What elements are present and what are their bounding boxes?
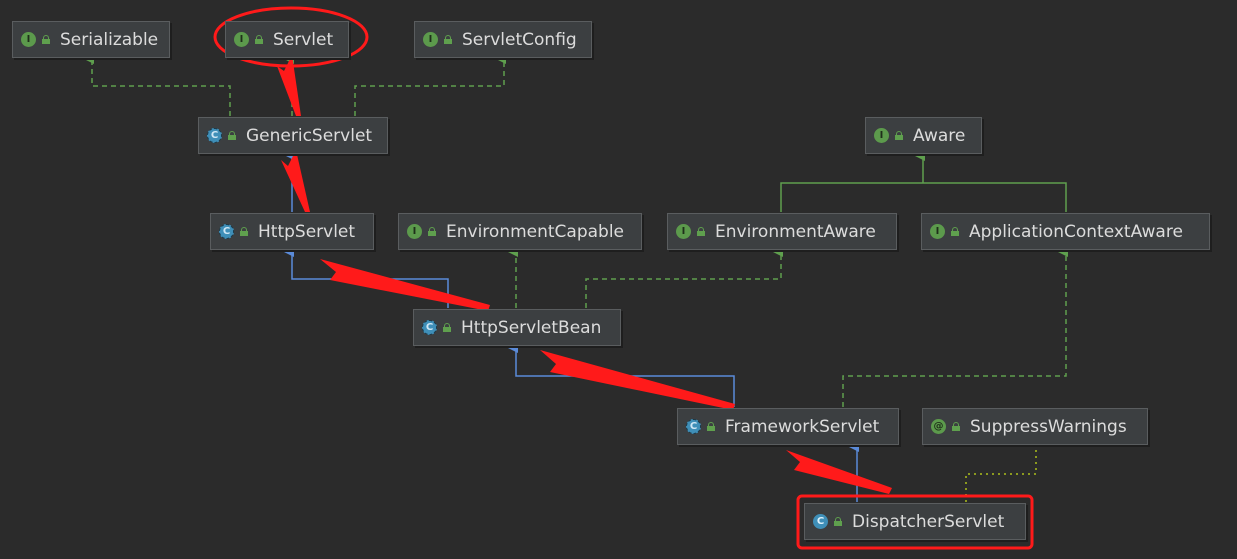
node-httpservlet[interactable]: C HttpServlet xyxy=(210,213,374,250)
node-servletconfig[interactable]: I ServletConfig xyxy=(414,21,592,58)
red-arrows xyxy=(277,55,892,494)
public-lock-icon xyxy=(951,227,959,236)
node-environmentaware[interactable]: I EnvironmentAware xyxy=(667,213,897,250)
abstract-class-icon: C xyxy=(422,320,437,335)
node-serializable[interactable]: I Serializable xyxy=(12,21,170,58)
red-arrow-httpservlet-to-servlet xyxy=(281,150,310,212)
public-lock-icon xyxy=(707,422,715,431)
node-applicationcontextaware[interactable]: I ApplicationContextAware xyxy=(921,213,1210,250)
red-arrow-httpservletbean-to-httpservlet xyxy=(320,259,490,311)
public-lock-icon xyxy=(443,323,451,332)
public-lock-icon xyxy=(952,422,960,431)
red-arrow-dispatcher-to-framework xyxy=(786,450,892,494)
edge-genericservlet-serializable xyxy=(82,52,231,116)
public-lock-icon xyxy=(444,35,452,44)
interface-icon: I xyxy=(407,224,422,239)
public-lock-icon xyxy=(42,35,50,44)
edge-dispatcherservlet-suppresswarnings xyxy=(965,446,1037,502)
node-label: DispatcherServlet xyxy=(852,511,1005,532)
node-label: Serializable xyxy=(60,29,159,50)
edge-frameworkservlet-applicationcontextaware xyxy=(842,245,1068,407)
red-arrow-genericservlet-to-servlet xyxy=(277,55,301,116)
node-label: GenericServlet xyxy=(246,125,373,146)
node-frameworkservlet[interactable]: C FrameworkServlet xyxy=(677,408,899,445)
interface-icon: I xyxy=(676,224,691,239)
node-httpservletbean[interactable]: C HttpServletBean xyxy=(413,309,621,346)
public-lock-icon xyxy=(228,131,236,140)
node-dispatcherservlet[interactable]: C DispatcherServlet xyxy=(804,503,1026,540)
node-label: SuppressWarnings xyxy=(970,416,1127,437)
node-label: EnvironmentAware xyxy=(715,221,876,242)
node-label: HttpServlet xyxy=(258,221,356,242)
class-icon: C xyxy=(813,514,828,529)
interface-icon: I xyxy=(21,32,36,47)
node-label: EnvironmentCapable xyxy=(446,221,625,242)
red-arrow-framework-to-httpservletbean xyxy=(540,350,735,410)
edge-httpservletbean-environmentaware xyxy=(585,245,783,308)
dispatcherservlet-highlight-box xyxy=(796,494,1034,550)
public-lock-icon xyxy=(697,227,705,236)
edge-genericservlet-servletconfig xyxy=(354,52,506,116)
node-label: FrameworkServlet xyxy=(725,416,880,437)
annotation-icon: @ xyxy=(931,419,946,434)
interface-icon: I xyxy=(874,128,889,143)
node-label: ServletConfig xyxy=(462,29,577,50)
interface-icon: I xyxy=(234,32,249,47)
node-genericservlet[interactable]: C GenericServlet xyxy=(198,117,388,154)
node-suppresswarnings[interactable]: @ SuppressWarnings xyxy=(922,408,1148,445)
public-lock-icon xyxy=(895,131,903,140)
node-label: HttpServletBean xyxy=(461,317,602,338)
node-environmentcapable[interactable]: I EnvironmentCapable xyxy=(398,213,642,250)
edge-environmentaware-aware xyxy=(780,182,1067,212)
public-lock-icon xyxy=(428,227,436,236)
public-lock-icon xyxy=(834,517,842,526)
interface-icon: I xyxy=(423,32,438,47)
node-label: Aware xyxy=(913,125,966,146)
abstract-class-icon: C xyxy=(686,419,701,434)
abstract-class-icon: C xyxy=(219,224,234,239)
public-lock-icon xyxy=(240,227,248,236)
node-aware[interactable]: I Aware xyxy=(865,117,982,154)
abstract-class-icon: C xyxy=(207,128,222,143)
node-label: Servlet xyxy=(273,29,334,50)
node-label: ApplicationContextAware xyxy=(969,221,1183,242)
public-lock-icon xyxy=(255,35,263,44)
interface-icon: I xyxy=(930,224,945,239)
node-servlet[interactable]: I Servlet xyxy=(225,21,349,58)
